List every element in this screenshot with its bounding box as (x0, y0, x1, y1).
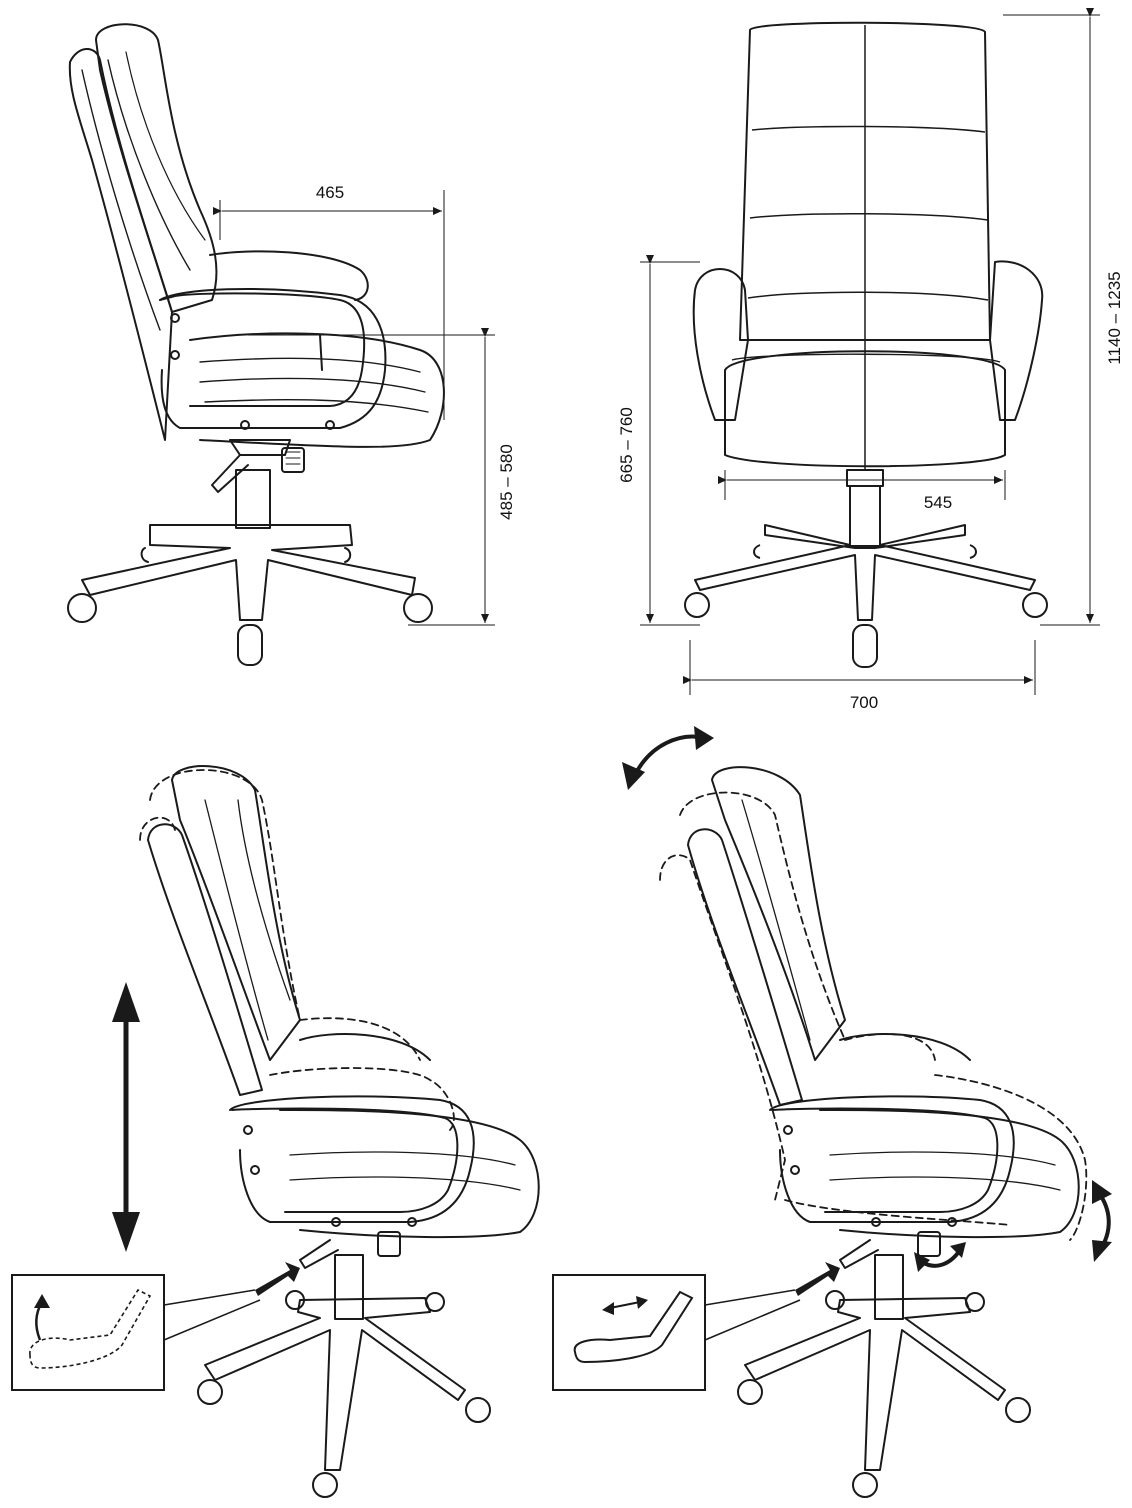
front-view (684, 21, 1048, 668)
front-backrest (739, 21, 991, 341)
lever-icon (29, 1288, 152, 1369)
front-armrest-left (692, 268, 749, 421)
seat-width-label: 545 (924, 493, 952, 512)
total-height-label: 1140 – 1235 (1105, 271, 1124, 364)
backrest-outline (95, 23, 218, 313)
front-view-dimensions (640, 8, 1100, 695)
height-adjustment (139, 765, 540, 1498)
rotation-arrow-icon (633, 734, 1111, 1268)
seat-height-label: 485 – 580 (497, 444, 516, 520)
seat-depth-label: 465 (316, 183, 344, 202)
lever-callout-right (552, 1274, 801, 1391)
seat-cushion (189, 332, 445, 448)
tilt-adjustment (659, 766, 1088, 1498)
front-seat (724, 350, 1006, 468)
base-width-label: 700 (850, 693, 878, 712)
pointer-arrow-right-icon (795, 1262, 840, 1296)
front-armrest-right (989, 260, 1044, 421)
pointer-arrow-icon (255, 1262, 300, 1296)
lever-icon-right (573, 1290, 694, 1364)
up-down-arrow-icon (112, 982, 140, 1252)
front-base (694, 524, 1036, 621)
left-right-arrow-icon (602, 1296, 648, 1315)
rotation-arrowhead-icon (622, 762, 645, 790)
armrest (159, 287, 387, 429)
side-view (67, 23, 445, 666)
armrest-height-label: 665 – 760 (617, 407, 636, 483)
chair-base (81, 524, 416, 621)
lever-callout-left (11, 1274, 261, 1391)
side-view-dimensions (213, 190, 495, 626)
